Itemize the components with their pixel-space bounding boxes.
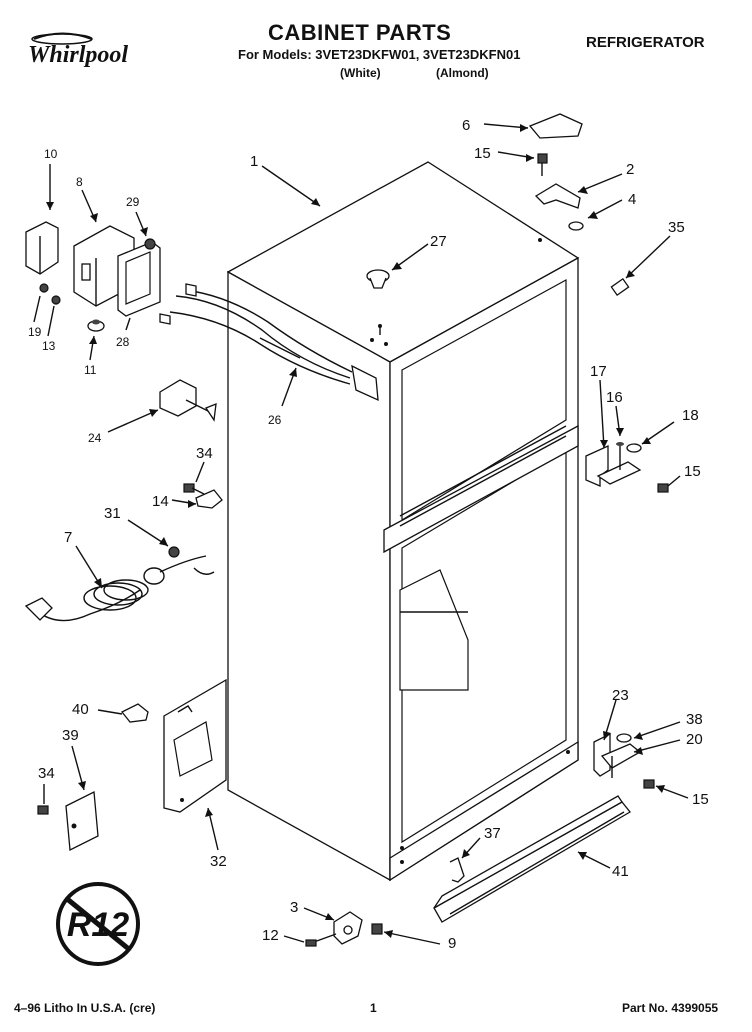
bottom-hinge <box>593 732 655 789</box>
callout-35: 35 <box>668 219 685 236</box>
callout-numbers: 1 2 3 4 6 7 8 9 10 11 12 13 14 15 15 15 … <box>28 117 709 952</box>
callout-29: 29 <box>126 195 140 209</box>
leader-lines <box>33 123 689 945</box>
callout-31: 31 <box>104 505 121 522</box>
hinge-screw-top-icon <box>537 153 548 176</box>
callout-20: 20 <box>686 731 703 748</box>
callout-7: 7 <box>64 529 72 546</box>
callout-40: 40 <box>72 701 89 718</box>
page-title: CABINET PARTS <box>268 20 452 45</box>
callout-10: 10 <box>44 147 58 161</box>
leveling-leg <box>305 911 383 947</box>
callout-32: 32 <box>210 853 227 870</box>
part-number: Part No. 4399055 <box>622 1001 719 1015</box>
callout-34-lower: 34 <box>38 765 55 782</box>
color-white-label: (White) <box>340 66 381 80</box>
hinge-washer <box>568 221 584 231</box>
cover-screw-icon <box>37 805 49 815</box>
callout-13: 13 <box>42 339 56 353</box>
base-grille <box>433 795 631 923</box>
grille-clip <box>449 857 465 883</box>
color-almond-label: (Almond) <box>436 66 489 80</box>
top-hinge-cover <box>528 113 583 139</box>
callout-41: 41 <box>612 863 629 880</box>
callout-4: 4 <box>628 191 636 208</box>
cabinet-bottom-trim <box>389 740 579 882</box>
callout-12: 12 <box>262 927 279 944</box>
callout-16: 16 <box>606 389 623 406</box>
cabinet-shell <box>226 161 580 882</box>
r12-refrigerant-stamp-icon: R12 <box>56 882 140 966</box>
callout-9: 9 <box>448 935 456 952</box>
callout-23: 23 <box>612 687 629 704</box>
callout-24: 24 <box>88 431 102 445</box>
control-box-assembly <box>25 221 161 332</box>
whirlpool-logo: Whirlpool <box>22 30 152 74</box>
divider-rail <box>383 424 579 554</box>
callout-1: 1 <box>250 153 258 170</box>
callout-15-bottom: 15 <box>692 791 709 808</box>
wire-clip <box>191 487 223 509</box>
callout-8: 8 <box>76 175 83 189</box>
callout-28: 28 <box>116 335 130 349</box>
clip-screw-icon <box>183 483 195 493</box>
power-cord <box>24 546 215 622</box>
print-info: 4–96 Litho In U.S.A. (cre) <box>14 1001 156 1015</box>
callout-17: 17 <box>590 363 607 380</box>
callout-27: 27 <box>430 233 447 250</box>
top-hinge <box>534 183 581 209</box>
temperature-control-knob <box>159 379 217 422</box>
rear-access-panel <box>163 678 227 813</box>
callout-15-top: 15 <box>474 145 491 162</box>
center-hinge <box>585 442 669 493</box>
logo-swoosh-icon <box>31 32 93 45</box>
hole-plug <box>610 277 630 297</box>
callout-38: 38 <box>686 711 703 728</box>
stamp-text: R12 <box>67 906 129 944</box>
callout-3: 3 <box>290 899 298 916</box>
callout-11: 11 <box>84 363 97 377</box>
callout-15-mid: 15 <box>684 463 701 480</box>
wiring-cover <box>65 790 99 852</box>
callout-2: 2 <box>626 161 634 178</box>
callout-19: 19 <box>28 325 42 339</box>
brand-wordmark: Whirlpool <box>28 42 129 68</box>
callout-14: 14 <box>152 493 169 510</box>
callout-18: 18 <box>682 407 699 424</box>
product-category: REFRIGERATOR <box>586 34 705 51</box>
wiring-harness <box>159 283 379 402</box>
callout-37: 37 <box>484 825 501 842</box>
top-cap <box>366 269 390 289</box>
callout-39: 39 <box>62 727 79 744</box>
model-numbers: For Models: 3VET23DKFW01, 3VET23DKFN01 <box>238 47 521 62</box>
callout-6: 6 <box>462 117 470 134</box>
callout-34-upper: 34 <box>196 445 213 462</box>
page-number: 1 <box>370 1001 377 1015</box>
callout-26: 26 <box>268 413 282 427</box>
cord-clip <box>120 703 149 723</box>
